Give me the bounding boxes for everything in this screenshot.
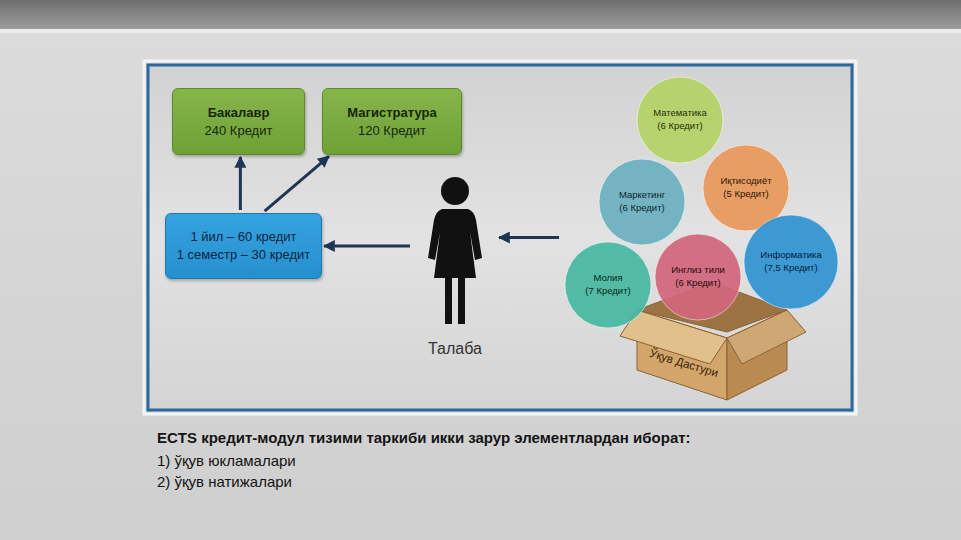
- box-heading: 1 йил – 60 кредит: [190, 228, 296, 246]
- subject-circle: Математика(6 Кредит): [636, 76, 724, 164]
- box-text: 240 Кредит: [205, 122, 273, 140]
- circle-fill: [599, 159, 685, 245]
- subject-credit: (6 Кредит): [675, 277, 720, 290]
- subject-credit: (6 Кредит): [657, 120, 702, 133]
- person-icon: [415, 176, 495, 326]
- panel: [148, 65, 852, 410]
- degree-box: Магистратура120 Кредит: [322, 88, 462, 155]
- subject-name: Инглиз тили: [671, 264, 725, 277]
- circle-text: Иқтисодиёт(5 Кредит): [720, 175, 771, 201]
- circle-fill: [655, 234, 741, 320]
- circle-fill: [744, 215, 838, 309]
- list-item: 1) ўқув юкламалари: [157, 452, 296, 469]
- curriculum-box: Ўқув ДастуриМатематика(6 Кредит)Маркетин…: [562, 70, 847, 405]
- list-item: 2) ўқув натижалари: [157, 473, 292, 490]
- arrow-connector: [239, 157, 242, 210]
- credit-box: 1 йил – 60 кредит1 семестр – 30 кредит: [165, 213, 322, 279]
- student-figure: Талаба: [413, 176, 497, 366]
- subject-credit: (6 Кредит): [619, 202, 664, 215]
- degree-box: Бакалавр240 Кредит: [172, 88, 305, 155]
- subject-name: Иқтисодиёт: [720, 175, 771, 188]
- circle-text: Информатика(7,5 Кредит): [760, 249, 821, 275]
- subject-circle: Маркетинг(6 Кредит): [598, 158, 686, 246]
- circle-text: Маркетинг(6 Кредит): [619, 189, 665, 215]
- circle-text: Математика(6 Кредит): [653, 107, 707, 133]
- subject-credit: (7 Кредит): [585, 285, 630, 298]
- subject-credit: (5 Кредит): [723, 188, 768, 201]
- circle-text: Инглиз тили(6 Кредит): [671, 264, 725, 290]
- box-text: 1 семестр – 30 кредит: [177, 246, 311, 264]
- subject-name: Маркетинг: [619, 189, 665, 202]
- subject-name: Информатика: [760, 249, 821, 262]
- subject-credit: (7,5 Кредит): [764, 262, 817, 275]
- subject-name: Молия: [593, 272, 622, 285]
- person-head: [441, 177, 469, 205]
- arrow-connector: [499, 236, 559, 239]
- subject-circle: Молия(7 Кредит): [564, 241, 652, 329]
- circle-text: Молия(7 Кредит): [585, 272, 630, 298]
- subject-circle: Информатика(7,5 Кредит): [743, 214, 839, 310]
- subject-name: Математика: [653, 107, 707, 120]
- top-rule: [0, 29, 961, 33]
- arrow-connector: [265, 156, 329, 211]
- person-label: Талаба: [428, 340, 482, 358]
- circle-fill: [565, 242, 651, 328]
- box-heading: Магистратура: [347, 104, 436, 122]
- caption: ECTS кредит-модул тизими таркиби икки за…: [157, 429, 691, 446]
- box-flap: [727, 310, 806, 364]
- box-text: 120 Кредит: [358, 122, 426, 140]
- subject-circle: Инглиз тили(6 Кредит): [654, 233, 742, 321]
- arrow-connector: [324, 245, 410, 248]
- person-body: [428, 209, 482, 324]
- panel-glow: [144, 61, 856, 414]
- top-bar: [0, 0, 961, 29]
- box-heading: Бакалавр: [208, 104, 270, 122]
- circle-fill: [637, 77, 723, 163]
